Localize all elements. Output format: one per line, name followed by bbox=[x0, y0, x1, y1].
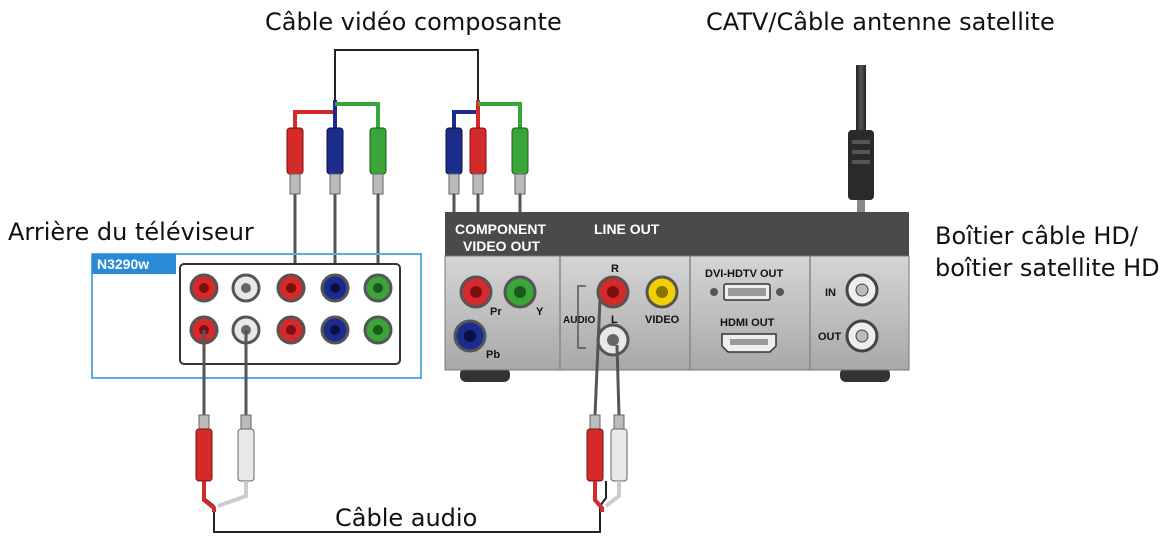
l-label: L bbox=[611, 314, 618, 326]
hdmi-port bbox=[721, 333, 777, 353]
rf-out-label: OUT bbox=[818, 331, 842, 343]
dvi-port bbox=[710, 283, 784, 301]
plug-green-box-side bbox=[511, 127, 529, 195]
hdmi-label: HDMI OUT bbox=[720, 317, 775, 329]
box-label-line2: boîtier satellite HD bbox=[935, 254, 1160, 282]
plug-blue-box-side bbox=[445, 127, 463, 195]
plug-green-tv-side bbox=[369, 127, 387, 195]
component-cable-label: Câble vidéo composante bbox=[265, 8, 562, 36]
pr-label: Pr bbox=[490, 306, 502, 318]
box-component-jacks bbox=[453, 275, 537, 353]
hd-box: COMPONENT VIDEO OUT LINE OUT Pr Y Pb R L… bbox=[444, 212, 910, 382]
component-video-out-label-2: VIDEO OUT bbox=[463, 238, 540, 254]
tv-jack-row-bottom bbox=[189, 315, 393, 345]
plug-red-tv-side bbox=[286, 127, 304, 195]
audio-label: AUDIO bbox=[563, 315, 595, 326]
box-label-line1: Boîtier câble HD/ bbox=[935, 222, 1139, 250]
tv-rear-panel: N3290w bbox=[91, 253, 422, 379]
dvi-label: DVI-HDTV OUT bbox=[705, 268, 784, 280]
r-label: R bbox=[611, 263, 619, 275]
pb-label: Pb bbox=[486, 349, 500, 361]
plug-red-box-side bbox=[469, 127, 487, 195]
catv-cable-label: CATV/Câble antenne satellite bbox=[706, 8, 1055, 36]
tv-rear-label: Arrière du téléviseur bbox=[8, 218, 254, 246]
line-out-label: LINE OUT bbox=[594, 221, 660, 237]
y-label: Y bbox=[536, 306, 544, 318]
tv-model-badge: N3290w bbox=[97, 256, 149, 272]
rf-in-label: IN bbox=[825, 287, 836, 299]
tv-jack-row-top bbox=[189, 273, 393, 303]
video-label: VIDEO bbox=[645, 314, 680, 326]
component-video-out-label-1: COMPONENT bbox=[455, 221, 546, 237]
audio-cable-label: Câble audio bbox=[335, 504, 477, 532]
audio-cable bbox=[195, 299, 628, 533]
plug-blue-tv-side bbox=[326, 127, 344, 195]
